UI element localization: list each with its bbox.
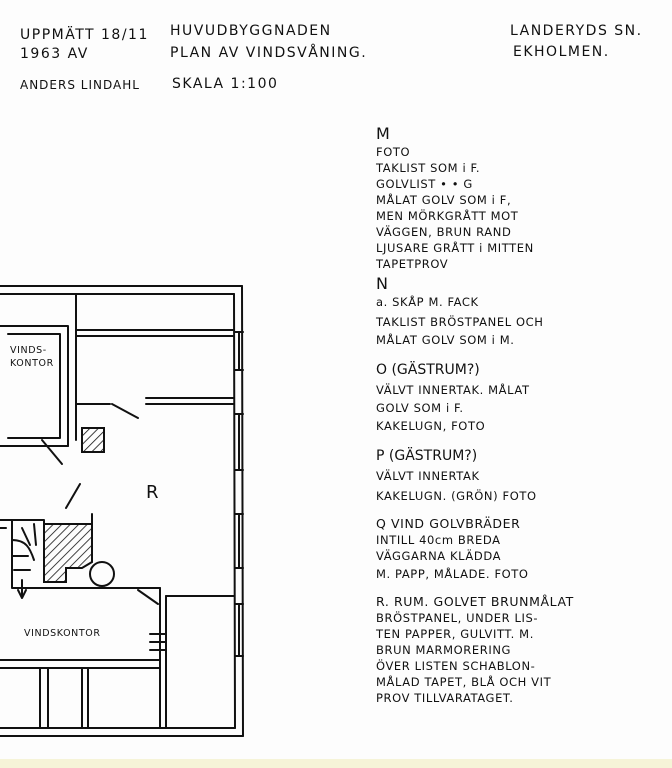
note-n-line: MÅLAT GOLV SOM i M.	[376, 333, 515, 347]
note-r-line: PROV TILLVARATAGET.	[376, 691, 514, 705]
outer-wall-right-inner	[233, 293, 236, 729]
window	[234, 413, 244, 471]
stove	[89, 561, 115, 587]
door-swing	[65, 483, 81, 509]
note-n-line: a. SKÅP M. FACK	[376, 295, 479, 309]
room-wall	[75, 329, 111, 405]
storage-wall-inner	[7, 333, 61, 439]
room-label-vindskontor-bottom: VINDSKONTOR	[24, 628, 101, 639]
scanner-edge	[0, 759, 672, 768]
note-r-line: MÅLAD TAPET, BLÅ OCH VIT	[376, 675, 552, 689]
note-r-line: TEN PAPPER, GULVITT. M.	[376, 627, 534, 641]
measured-year: 1963 AV	[20, 46, 89, 62]
scale-label: SKALA 1:100	[172, 76, 279, 92]
door-swing	[41, 439, 63, 465]
stair-steps	[11, 523, 37, 571]
note-q-heading: Q VIND GOLVBRÄDER	[376, 516, 521, 531]
note-q-line: INTILL 40cm BREDA	[376, 533, 501, 547]
note-r-heading: R. RUM. GOLVET BRUNMÅLAT	[376, 594, 574, 609]
note-r-line: BRÖSTPANEL, UNDER LIS-	[376, 611, 539, 625]
note-m-line: FOTO	[376, 145, 411, 159]
stair-arrow	[17, 579, 27, 599]
plan-title: PLAN AV VINDSVÅNING.	[170, 45, 368, 61]
note-o-line: GOLV SOM i F.	[376, 401, 464, 415]
room-label-vindskontor-top: VINDS- KONTOR	[10, 345, 54, 369]
note-m-line: GOLVLIST • • G	[376, 177, 473, 191]
note-m-heading: M	[376, 124, 390, 143]
note-m-line: MÅLAT GOLV SOM i F,	[376, 193, 512, 207]
room-wall	[75, 293, 235, 331]
room-label-r: R	[146, 482, 160, 503]
note-r-line: BRUN MARMORERING	[376, 643, 512, 657]
door-swing	[137, 589, 159, 605]
note-m-line: TAKLIST SOM i F.	[376, 161, 481, 175]
window	[234, 603, 244, 657]
window	[234, 513, 244, 569]
chimney-hatch	[81, 427, 105, 453]
parish-name: LANDERYDS SN.	[510, 23, 643, 39]
note-m-line: LJUSARE GRÅTT i MITTEN	[376, 241, 534, 255]
note-p-heading: P (GÄSTRUM?)	[376, 448, 478, 464]
stair-wall	[0, 519, 161, 589]
farm-name: EKHOLMEN.	[513, 44, 610, 60]
note-n-heading: N	[376, 274, 388, 293]
note-o-line: KAKELUGN, FOTO	[376, 419, 486, 433]
outer-wall-right	[241, 285, 244, 737]
note-m-line: TAPETPROV	[376, 257, 449, 271]
door-swing	[111, 403, 139, 419]
chimney-hatch	[43, 523, 93, 583]
note-p-line: KAKELUGN. (GRÖN) FOTO	[376, 489, 537, 503]
wall-stub	[7, 403, 77, 447]
measured-by: ANDERS LINDAHL	[20, 78, 140, 92]
note-q-line: VÄGGARNA KLÄDDA	[376, 549, 502, 563]
stair-outline	[11, 519, 45, 583]
note-n-line: TAKLIST BRÖSTPANEL OCH	[376, 315, 544, 329]
note-q-line: M. PAPP, MÅLADE. FOTO	[376, 567, 529, 581]
building-name: HUVUDBYGGNADEN	[170, 23, 332, 39]
note-o-line: VÄLVT INNERTAK. MÅLAT	[376, 383, 530, 397]
note-o-heading: O (GÄSTRUM?)	[376, 362, 480, 378]
note-p-line: VÄLVT INNERTAK	[376, 469, 480, 483]
note-r-line: ÖVER LISTEN SCHABLON-	[376, 659, 536, 673]
stair-steps	[149, 633, 167, 651]
window	[234, 331, 244, 371]
note-m-line: VÄGGEN, BRUN RAND	[376, 225, 512, 239]
measured-date: UPPMÄTT 18/11	[20, 27, 149, 43]
note-m-line: MEN MÖRKGRÅTT MOT	[376, 209, 519, 223]
room-notes: M FOTO TAKLIST SOM i F. GOLVLIST • • G M…	[376, 124, 666, 706]
